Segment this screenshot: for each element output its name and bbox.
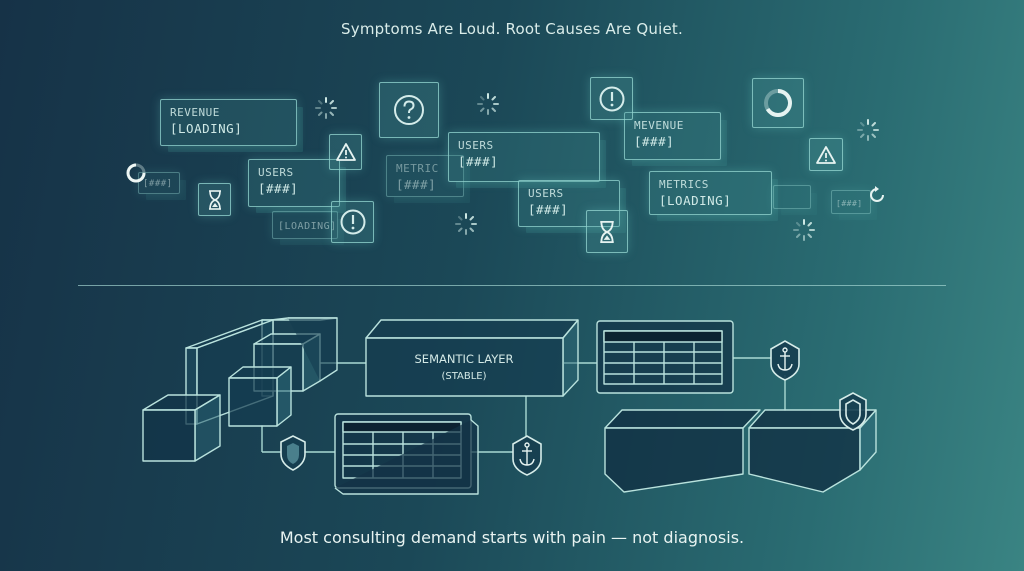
symptom-card-ghost: [773, 185, 811, 209]
hourglass-icon: [600, 220, 614, 243]
question-box: [379, 82, 439, 138]
anchor-shield-icon: [512, 435, 542, 476]
loading-spinner-icon: [455, 213, 477, 235]
card-value: [###]: [528, 202, 569, 217]
card-value: [###]: [396, 177, 437, 192]
table-block-top: [596, 320, 734, 394]
data-source-cube-large: [142, 394, 221, 462]
table-block-bottom: [334, 413, 479, 495]
data-source-cube-mid: [228, 366, 292, 427]
symptom-card-mevenue: MEVENUE [###]: [624, 112, 721, 160]
section-divider: [78, 285, 946, 286]
card-value: [###]: [836, 199, 863, 208]
symptom-card-small-right: [###]: [831, 190, 871, 214]
warning-box-2: [809, 138, 843, 171]
loading-box: [752, 78, 804, 128]
exclamation-circle-icon: [599, 86, 624, 111]
card-label: METRIC: [396, 162, 439, 175]
card-label: USERS: [458, 139, 494, 152]
shield-icon: [839, 392, 867, 431]
card-value: [###]: [258, 181, 299, 196]
question-mark-icon: [394, 95, 424, 125]
symptom-card-small-left: [###]: [138, 172, 180, 194]
headline: Symptoms Are Loud. Root Causes Are Quiet…: [341, 20, 683, 38]
warning-triangle-icon: [335, 143, 356, 161]
alert-box-2: [331, 201, 374, 243]
semantic-layer-subtitle: (STABLE): [441, 371, 486, 382]
card-value: [LOADING]: [170, 121, 243, 136]
semantic-layer-title: SEMANTIC LAYER: [415, 352, 514, 366]
symptom-card-users-1: USERS [###]: [248, 159, 340, 207]
caption: Most consulting demand starts with pain …: [279, 528, 745, 547]
card-value: [LOADING]: [278, 221, 337, 232]
card-label: METRICS: [659, 178, 709, 191]
symptom-card-metric: METRIC [###]: [386, 155, 464, 197]
loading-spinner-icon: [793, 219, 815, 241]
loading-ring-icon: [126, 163, 146, 183]
warning-box-1: [329, 134, 362, 170]
data-source-block-small: [253, 317, 338, 392]
symptom-card-metrics: METRICS [LOADING]: [649, 171, 772, 215]
semantic-layer-box: [365, 319, 579, 397]
symptom-card-revenue: REVENUE [LOADING]: [160, 99, 297, 146]
connector-lines: [261, 357, 786, 453]
card-value: [###]: [634, 134, 675, 149]
hourglass-icon: [208, 189, 221, 210]
platform-block: [604, 409, 877, 493]
alert-box-1: [590, 77, 633, 120]
loading-ring-icon: [764, 89, 792, 117]
exclamation-circle-icon: [340, 209, 365, 235]
hourglass-box-2: [586, 210, 628, 253]
card-label: MEVENUE: [634, 119, 684, 132]
card-label: REVENUE: [170, 106, 220, 119]
shield-icon: [280, 435, 306, 471]
card-value: [LOADING]: [659, 193, 732, 208]
symptom-card-users-3: USERS [###]: [518, 180, 620, 227]
warning-triangle-icon: [816, 145, 836, 164]
loading-spinner-icon: [477, 93, 499, 115]
card-value: [###]: [458, 154, 499, 169]
anchor-shield-icon: [770, 340, 800, 381]
loading-spinner-icon: [315, 97, 337, 119]
card-label: USERS: [258, 166, 294, 179]
card-label: USERS: [528, 187, 564, 200]
hourglass-box-1: [198, 183, 231, 216]
refresh-icon: [870, 186, 884, 202]
symptom-card-users-2: USERS [###]: [448, 132, 600, 182]
card-value: [###]: [143, 179, 173, 189]
loading-spinner-icon: [857, 119, 879, 141]
symptom-card-small-loading: [LOADING]: [272, 211, 338, 239]
